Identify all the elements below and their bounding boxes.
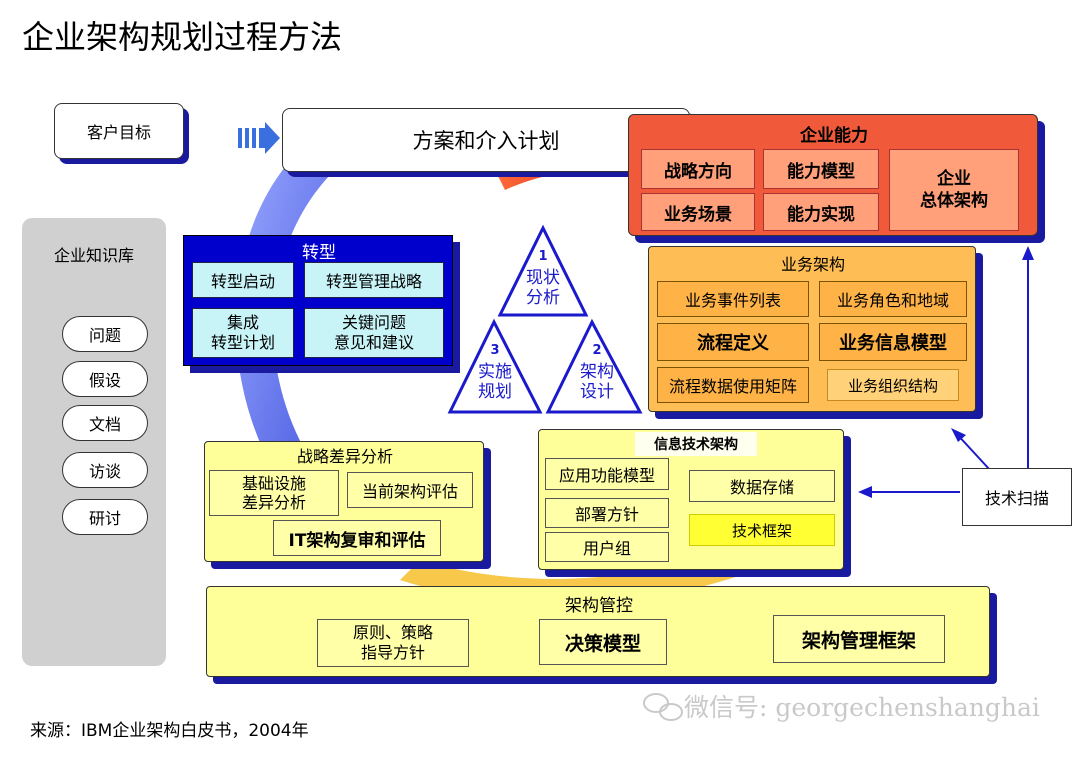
biz-org-structure: 业务组织结构 [827,369,959,401]
kb-item-hypothesis: 假设 [62,361,148,397]
gap-analysis-title: 战略差异分析 [296,447,393,466]
it-tech-framework: 技术框架 [689,514,835,546]
step3-label: 实施 规划 [478,361,512,402]
cap-strategy-direction: 战略方向 [641,149,755,189]
kb-item-workshops: 研讨 [62,499,148,535]
knowledge-base-title: 企业知识库 [53,246,134,265]
biz-process-data-matrix: 流程数据使用矩阵 [657,367,809,403]
step2-label: 架构 设计 [580,361,614,402]
gov-principles: 原则、策略 指导方针 [317,619,469,667]
watermark: 微信号: georgechenshanghai [684,693,1040,722]
gap-infrastructure: 基础设施 差异分析 [209,470,339,516]
step1-label: 现状 分析 [526,267,560,308]
step1-number: 1 [538,248,548,264]
governance-panel: 架构管控 原则、策略 指导方针 决策模型 架构管理框架 [206,586,990,677]
cap-enterprise-architecture: 企业 总体架构 [889,149,1019,231]
gap-it-review: IT架构复审和评估 [273,520,441,556]
triangle-step2 [545,318,643,414]
enterprise-capability-panel: 企业能力 战略方向 能力模型 业务场景 能力实现 企业 总体架构 [628,114,1038,236]
kb-item-documents: 文档 [62,405,148,441]
it-app-function-model: 应用功能模型 [545,458,669,490]
transformation-panel: 转型 转型启动 转型管理战略 集成 转型计划 关键问题 意见和建议 [183,235,453,366]
kb-item-interviews: 访谈 [62,452,148,488]
gov-decision-model: 决策模型 [539,619,667,665]
step2-number: 2 [592,342,602,358]
step3-number: 3 [490,342,500,358]
arrow-head [951,428,966,442]
customer-goal-box: 客户目标 [54,103,184,159]
trans-key-issues: 关键问题 意见和建议 [304,308,444,358]
page-title: 企业架构规划过程方法 [22,18,343,56]
cap-capability-realization: 能力实现 [763,193,879,231]
wechat-icon [643,693,683,721]
trans-initiation: 转型启动 [192,262,294,298]
tech-scan-box: 技术扫描 [962,468,1072,526]
gap-current-architecture: 当前架构评估 [347,472,473,508]
enterprise-capability-title: 企业能力 [800,125,868,146]
trans-integrated-plan: 集成 转型计划 [192,308,294,358]
knowledge-base-panel: 企业知识库 [22,218,166,666]
gap-analysis-panel: 战略差异分析 基础设施 差异分析 当前架构评估 IT架构复审和评估 [204,441,484,562]
business-architecture-title: 业务架构 [780,255,845,274]
arrow-head [858,486,872,498]
it-data-storage: 数据存储 [689,470,835,502]
trans-management-strategy: 转型管理战略 [304,262,444,298]
biz-information-model: 业务信息模型 [819,323,967,361]
transformation-title: 转型 [302,242,336,263]
source-note: 来源：IBM企业架构白皮书，2004年 [30,721,309,741]
it-architecture-panel: 信息技术架构 应用功能模型 数据存储 部署方针 技术框架 用户组 [538,429,844,570]
striped-arrow-icon [238,122,280,154]
arrow-head [1022,246,1034,260]
it-architecture-title: 信息技术架构 [635,432,757,456]
biz-roles-locations: 业务角色和地域 [819,281,967,317]
triangle-step1 [497,224,589,317]
triangle-step3 [447,318,543,414]
it-user-groups: 用户组 [545,532,669,562]
gov-management-framework: 架构管理框架 [773,615,945,663]
biz-event-list: 业务事件列表 [657,281,809,317]
it-deployment: 部署方针 [545,498,669,528]
governance-title: 架构管控 [565,595,633,616]
cap-capability-model: 能力模型 [763,149,879,189]
cap-business-scenario: 业务场景 [641,193,755,231]
biz-process-definition: 流程定义 [657,323,809,361]
business-architecture-panel: 业务架构 业务事件列表 业务角色和地域 流程定义 业务信息模型 流程数据使用矩阵… [648,246,976,412]
plan-box: 方案和介入计划 [282,108,690,172]
kb-item-issues: 问题 [62,316,148,352]
